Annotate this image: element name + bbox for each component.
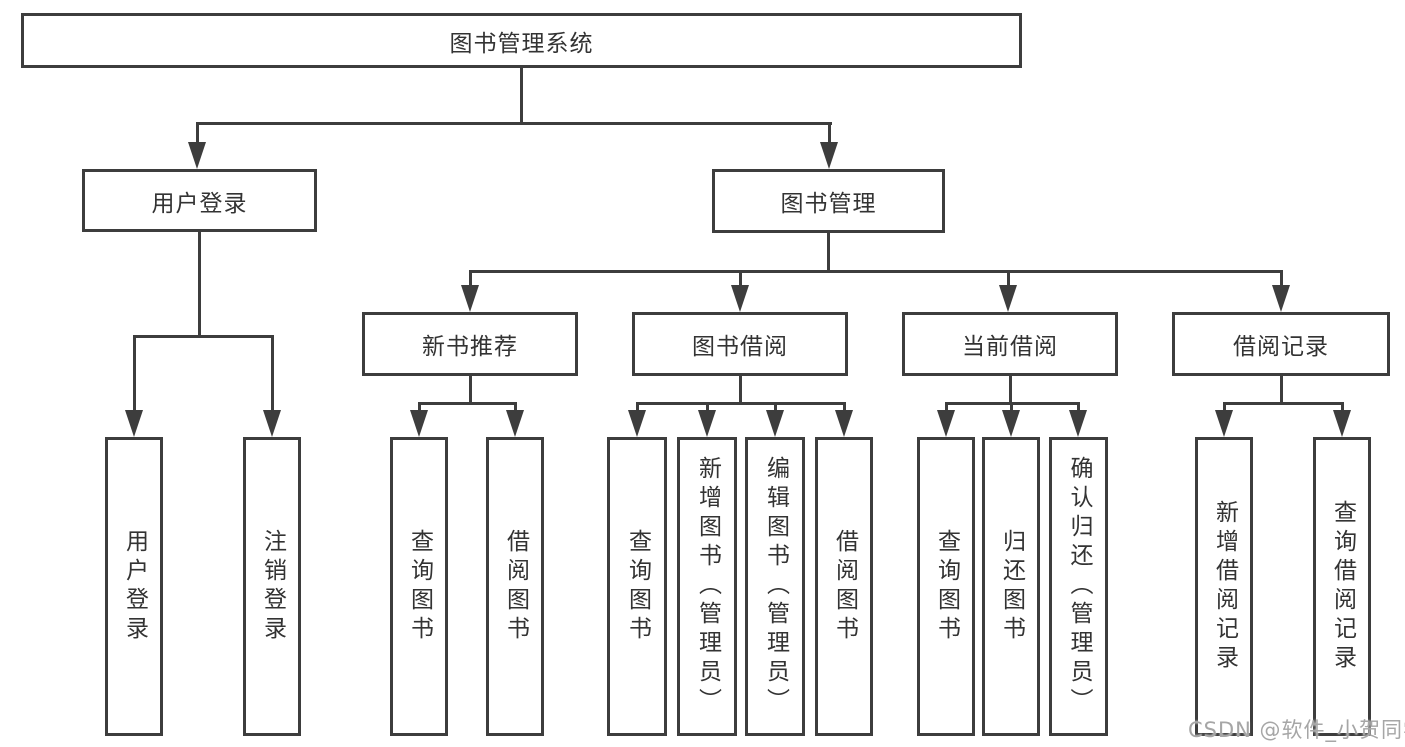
arrowhead-icon bbox=[410, 410, 428, 437]
connector bbox=[1009, 402, 1013, 414]
connector bbox=[1222, 402, 1226, 414]
node-book-mgmt: 图书管理 bbox=[712, 169, 945, 233]
connector bbox=[468, 376, 472, 405]
node-root: 图书管理系统 bbox=[21, 13, 1022, 68]
leaf-query-record: 查询借阅记录 bbox=[1313, 437, 1371, 736]
node-new-book-rec: 新书推荐 bbox=[362, 312, 578, 376]
leaf-query-book-b-label: 查询图书 bbox=[624, 528, 651, 645]
connector bbox=[132, 335, 136, 412]
node-book-borrow-label: 图书借阅 bbox=[692, 334, 788, 360]
connector bbox=[417, 402, 517, 405]
node-root-label: 图书管理系统 bbox=[449, 30, 594, 57]
connector bbox=[270, 335, 274, 412]
connector bbox=[738, 270, 742, 288]
connector bbox=[826, 232, 830, 273]
connector bbox=[705, 402, 709, 414]
leaf-confirm-return-label: 确认归还（管理员） bbox=[1066, 456, 1092, 717]
leaf-user-login-label: 用户登录 bbox=[121, 528, 148, 645]
arrowhead-icon bbox=[506, 410, 524, 437]
connector bbox=[1006, 270, 1010, 288]
connector bbox=[828, 122, 831, 146]
arrowhead-icon bbox=[125, 410, 143, 437]
connector bbox=[773, 402, 777, 414]
leaf-user-login: 用户登录 bbox=[105, 437, 163, 736]
arrowhead-icon bbox=[698, 410, 716, 437]
connector bbox=[1279, 270, 1283, 288]
node-borrow-record: 借阅记录 bbox=[1172, 312, 1390, 376]
arrowhead-icon bbox=[820, 142, 838, 169]
leaf-query-book-a: 查询图书 bbox=[390, 437, 448, 736]
arrowhead-icon bbox=[461, 285, 479, 312]
node-current-borrow-label: 当前借阅 bbox=[962, 334, 1058, 360]
arrowhead-icon bbox=[1002, 410, 1020, 437]
leaf-return-book-label: 归还图书 bbox=[998, 528, 1025, 645]
leaf-query-book-a-label: 查询图书 bbox=[406, 528, 433, 645]
leaf-edit-book: 编辑图书（管理员） bbox=[745, 437, 805, 736]
node-user-login: 用户登录 bbox=[82, 169, 317, 232]
connector bbox=[513, 402, 517, 414]
leaf-query-book-b: 查询图书 bbox=[607, 437, 667, 736]
arrowhead-icon bbox=[628, 410, 646, 437]
leaf-add-record-label: 新增借阅记录 bbox=[1211, 499, 1238, 674]
leaf-return-book: 归还图书 bbox=[982, 437, 1040, 736]
arrowhead-icon bbox=[1333, 410, 1351, 437]
connector bbox=[1076, 402, 1080, 414]
connector bbox=[468, 270, 1283, 273]
connector bbox=[635, 402, 846, 405]
node-user-login-label: 用户登录 bbox=[151, 190, 248, 217]
connector bbox=[1008, 376, 1012, 405]
arrowhead-icon bbox=[766, 410, 784, 437]
arrowhead-icon bbox=[835, 410, 853, 437]
leaf-borrow-book-a-label: 借阅图书 bbox=[502, 528, 529, 645]
arrowhead-icon bbox=[1215, 410, 1233, 437]
leaf-add-record: 新增借阅记录 bbox=[1195, 437, 1253, 736]
leaf-query-record-label: 查询借阅记录 bbox=[1329, 499, 1356, 674]
arrowhead-icon bbox=[937, 410, 955, 437]
leaf-logout-label: 注销登录 bbox=[259, 528, 286, 645]
leaf-add-book: 新增图书（管理员） bbox=[677, 437, 737, 736]
node-borrow-record-label: 借阅记录 bbox=[1233, 334, 1329, 360]
connector bbox=[195, 122, 832, 125]
leaf-borrow-book-b: 借阅图书 bbox=[815, 437, 873, 736]
connector bbox=[132, 335, 274, 338]
leaf-borrow-book-b-label: 借阅图书 bbox=[831, 528, 858, 645]
leaf-logout: 注销登录 bbox=[243, 437, 301, 736]
arrowhead-icon bbox=[263, 410, 281, 437]
connector bbox=[1222, 402, 1344, 405]
arrowhead-icon bbox=[731, 285, 749, 312]
connector bbox=[195, 122, 199, 146]
connector bbox=[519, 68, 523, 125]
arrowhead-icon bbox=[1069, 410, 1087, 437]
node-new-book-rec-label: 新书推荐 bbox=[422, 334, 518, 360]
arrowhead-icon bbox=[188, 142, 206, 169]
connector bbox=[197, 231, 201, 338]
leaf-confirm-return: 确认归还（管理员） bbox=[1049, 437, 1108, 736]
leaf-query-book-c: 查询图书 bbox=[917, 437, 975, 736]
connector bbox=[468, 270, 472, 288]
leaf-edit-book-label: 编辑图书（管理员） bbox=[762, 456, 789, 717]
connector bbox=[1279, 376, 1283, 405]
node-book-borrow: 图书借阅 bbox=[632, 312, 848, 376]
connector bbox=[944, 402, 948, 414]
connector bbox=[842, 402, 846, 414]
leaf-query-book-c-label: 查询图书 bbox=[933, 528, 960, 645]
csdn-watermark: CSDN @软件_小贺同学 bbox=[1188, 718, 1405, 742]
connector bbox=[1340, 402, 1344, 414]
node-current-borrow: 当前借阅 bbox=[902, 312, 1118, 376]
leaf-add-book-label: 新增图书（管理员） bbox=[694, 456, 721, 717]
leaf-borrow-book-a: 借阅图书 bbox=[486, 437, 544, 736]
connector bbox=[635, 402, 639, 414]
connector bbox=[738, 376, 742, 405]
connector bbox=[417, 402, 421, 414]
arrowhead-icon bbox=[1272, 285, 1290, 312]
node-book-mgmt-label: 图书管理 bbox=[780, 191, 877, 217]
arrowhead-icon bbox=[999, 285, 1017, 312]
